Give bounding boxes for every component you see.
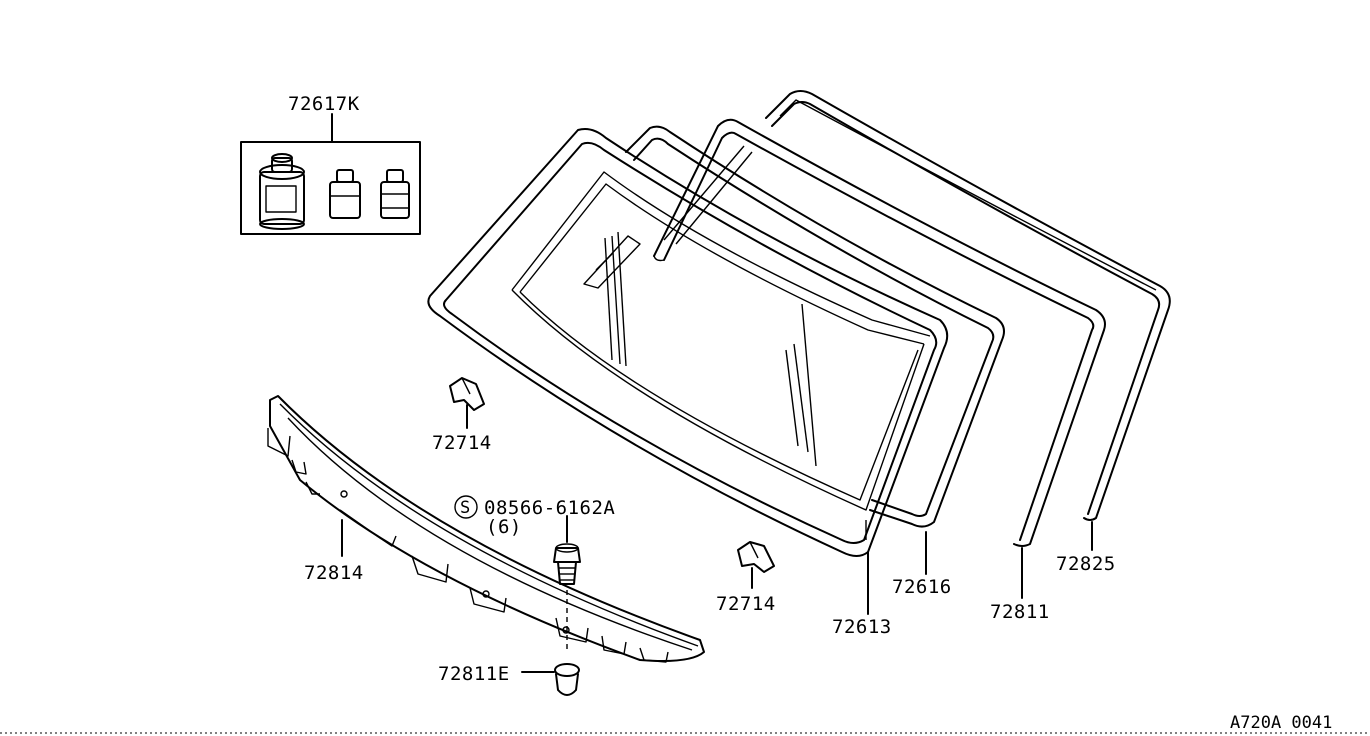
label-72811: 72811 [990, 601, 1050, 623]
part-kit-72617k[interactable] [240, 113, 421, 235]
label-72811e: 72811E [438, 663, 510, 685]
part-glass-72613[interactable] [427, 128, 949, 557]
part-bolt-08566-6162a[interactable] [553, 515, 581, 650]
cleaner-bottle-icon [380, 169, 410, 219]
label-bolt-qty: (6) [486, 516, 522, 538]
part-clip-72714-lower[interactable] [737, 541, 775, 589]
part-molding-72811[interactable] [653, 118, 1106, 547]
label-72714-upper: 72714 [432, 432, 492, 454]
standard-part-symbol: S [454, 495, 478, 519]
standard-part-mark: S [460, 498, 470, 518]
part-molding-72825[interactable] [765, 90, 1171, 521]
part-grommet-72811e[interactable] [521, 663, 580, 696]
part-clip-72714-upper[interactable] [449, 377, 485, 429]
label-72814: 72814 [304, 562, 364, 584]
label-bolt-number: 08566-6162A [484, 497, 615, 519]
adhesive-can-icon [259, 153, 305, 230]
label-72825: 72825 [1056, 553, 1116, 575]
reference-code: A720A 0041 [1230, 713, 1332, 733]
primer-bottle-icon [329, 169, 361, 219]
part-cowl-cover-72814[interactable] [267, 395, 705, 663]
label-72617k: 72617K [288, 93, 360, 115]
part-dam-rubber-72616[interactable] [583, 125, 1005, 528]
label-72714-lower: 72714 [716, 593, 776, 615]
label-72613: 72613 [832, 616, 892, 638]
label-72616: 72616 [892, 576, 952, 598]
